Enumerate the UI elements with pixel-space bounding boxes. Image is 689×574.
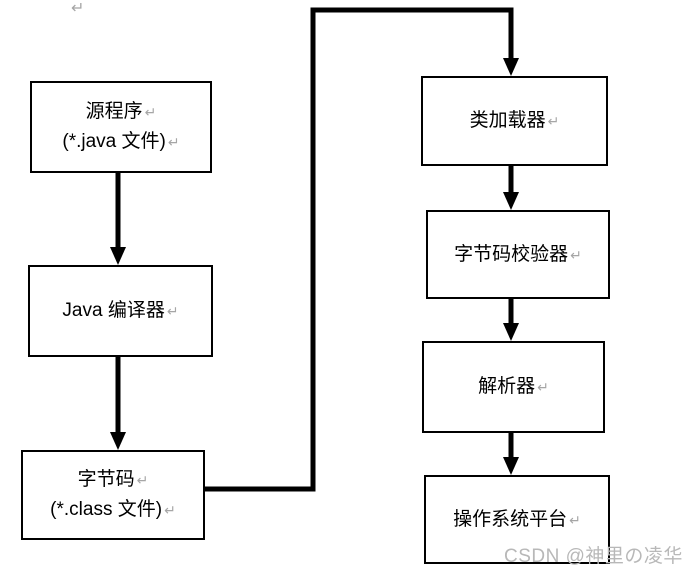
box-label-line: 字节码校验器↵ (454, 243, 582, 265)
return-mark-icon: ↵ (164, 502, 176, 518)
return-mark-icon: ↵ (547, 113, 560, 129)
arrow-classloader-to-verifier (503, 166, 519, 210)
box-label-line: 字节码↵ (77, 469, 149, 490)
return-mark-icon: ↵ (570, 246, 582, 263)
flow-box-class-loader: 类加载器↵ (421, 76, 608, 166)
box-label-line: (*.class 文件)↵ (50, 499, 176, 520)
flow-box-parser: 解析器↵ (422, 341, 605, 433)
box-label-line: 解析器↵ (478, 376, 549, 397)
return-mark-icon: ↵ (144, 104, 157, 120)
box-label-line: (*.java 文件)↵ (62, 131, 180, 152)
flow-box-bytecode: 字节码↵ (*.class 文件)↵ (21, 450, 205, 540)
return-mark-icon: ↵ (537, 379, 549, 395)
return-mark-icon: ↵ (166, 303, 179, 319)
arrow-parser-to-os (503, 433, 519, 475)
return-mark-icon: ↵ (167, 134, 180, 150)
box-label-line: 源程序↵ (85, 101, 157, 122)
return-mark-icon: ↵ (569, 511, 581, 528)
flow-box-source-program: 源程序↵ (*.java 文件)↵ (30, 81, 212, 173)
flow-box-bytecode-verifier: 字节码校验器↵ (426, 210, 610, 299)
arrow-verifier-to-parser (503, 299, 519, 341)
return-mark-icon: ↵ (71, 0, 85, 17)
flow-box-java-compiler: Java 编译器↵ (28, 265, 213, 357)
csdn-watermark: CSDN @神里の凌华 (504, 546, 683, 567)
box-label-line: 操作系统平台↵ (453, 508, 581, 530)
return-mark-icon: ↵ (136, 472, 149, 488)
connector-bytecode-to-classloader (205, 7, 519, 492)
box-label-line: Java 编译器↵ (62, 300, 179, 321)
arrow-source-to-compiler (110, 173, 126, 265)
arrow-compiler-to-bytecode (110, 357, 126, 450)
flow-box-os-platform: 操作系统平台↵ (424, 475, 610, 564)
box-label-line: 类加载器↵ (469, 110, 560, 131)
